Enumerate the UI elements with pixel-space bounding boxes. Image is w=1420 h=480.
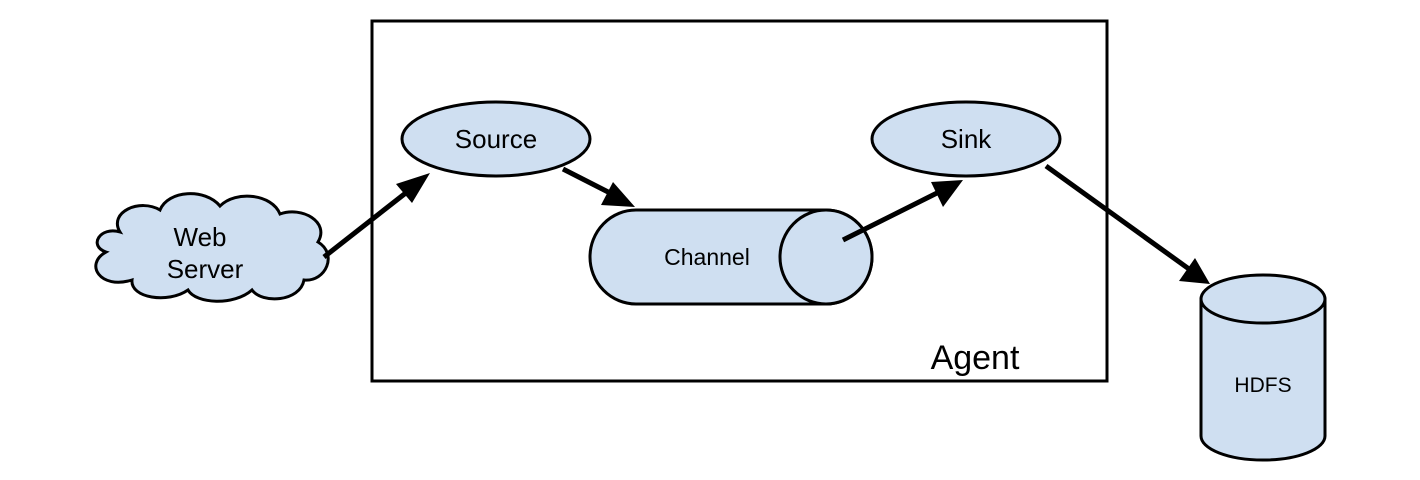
web-server-label-line2: Server xyxy=(167,254,244,284)
sink-label: Sink xyxy=(941,124,993,154)
arrow-webserver-to-source xyxy=(322,173,430,259)
channel-node: Channel xyxy=(588,208,874,306)
source-node: Source xyxy=(400,100,592,178)
web-server-node: Web Server xyxy=(94,192,330,303)
channel-label: Channel xyxy=(664,244,750,270)
channel-end-cap xyxy=(778,208,874,306)
agent-frame xyxy=(370,19,1109,383)
arrowhead xyxy=(396,173,430,203)
arrowhead xyxy=(1179,258,1210,284)
arrowhead xyxy=(931,180,963,207)
source-label: Source xyxy=(455,124,537,154)
source-ellipse xyxy=(400,100,592,178)
sink-node: Sink xyxy=(870,100,1062,178)
arrowhead xyxy=(601,182,635,207)
hdfs-node: HDFS xyxy=(1199,273,1327,462)
hdfs-body xyxy=(1199,297,1327,462)
arrow-sink-to-hdfs xyxy=(1044,163,1210,284)
web-server-label-line1: Web xyxy=(174,222,227,252)
cloud-shape xyxy=(94,192,330,303)
arrow-channel-to-sink xyxy=(841,180,963,243)
arrow-source-to-channel xyxy=(561,166,635,207)
hdfs-label: HDFS xyxy=(1234,374,1291,397)
agent-label: Agent xyxy=(931,339,1020,377)
sink-ellipse xyxy=(870,100,1062,178)
hdfs-top-cap xyxy=(1199,273,1327,325)
